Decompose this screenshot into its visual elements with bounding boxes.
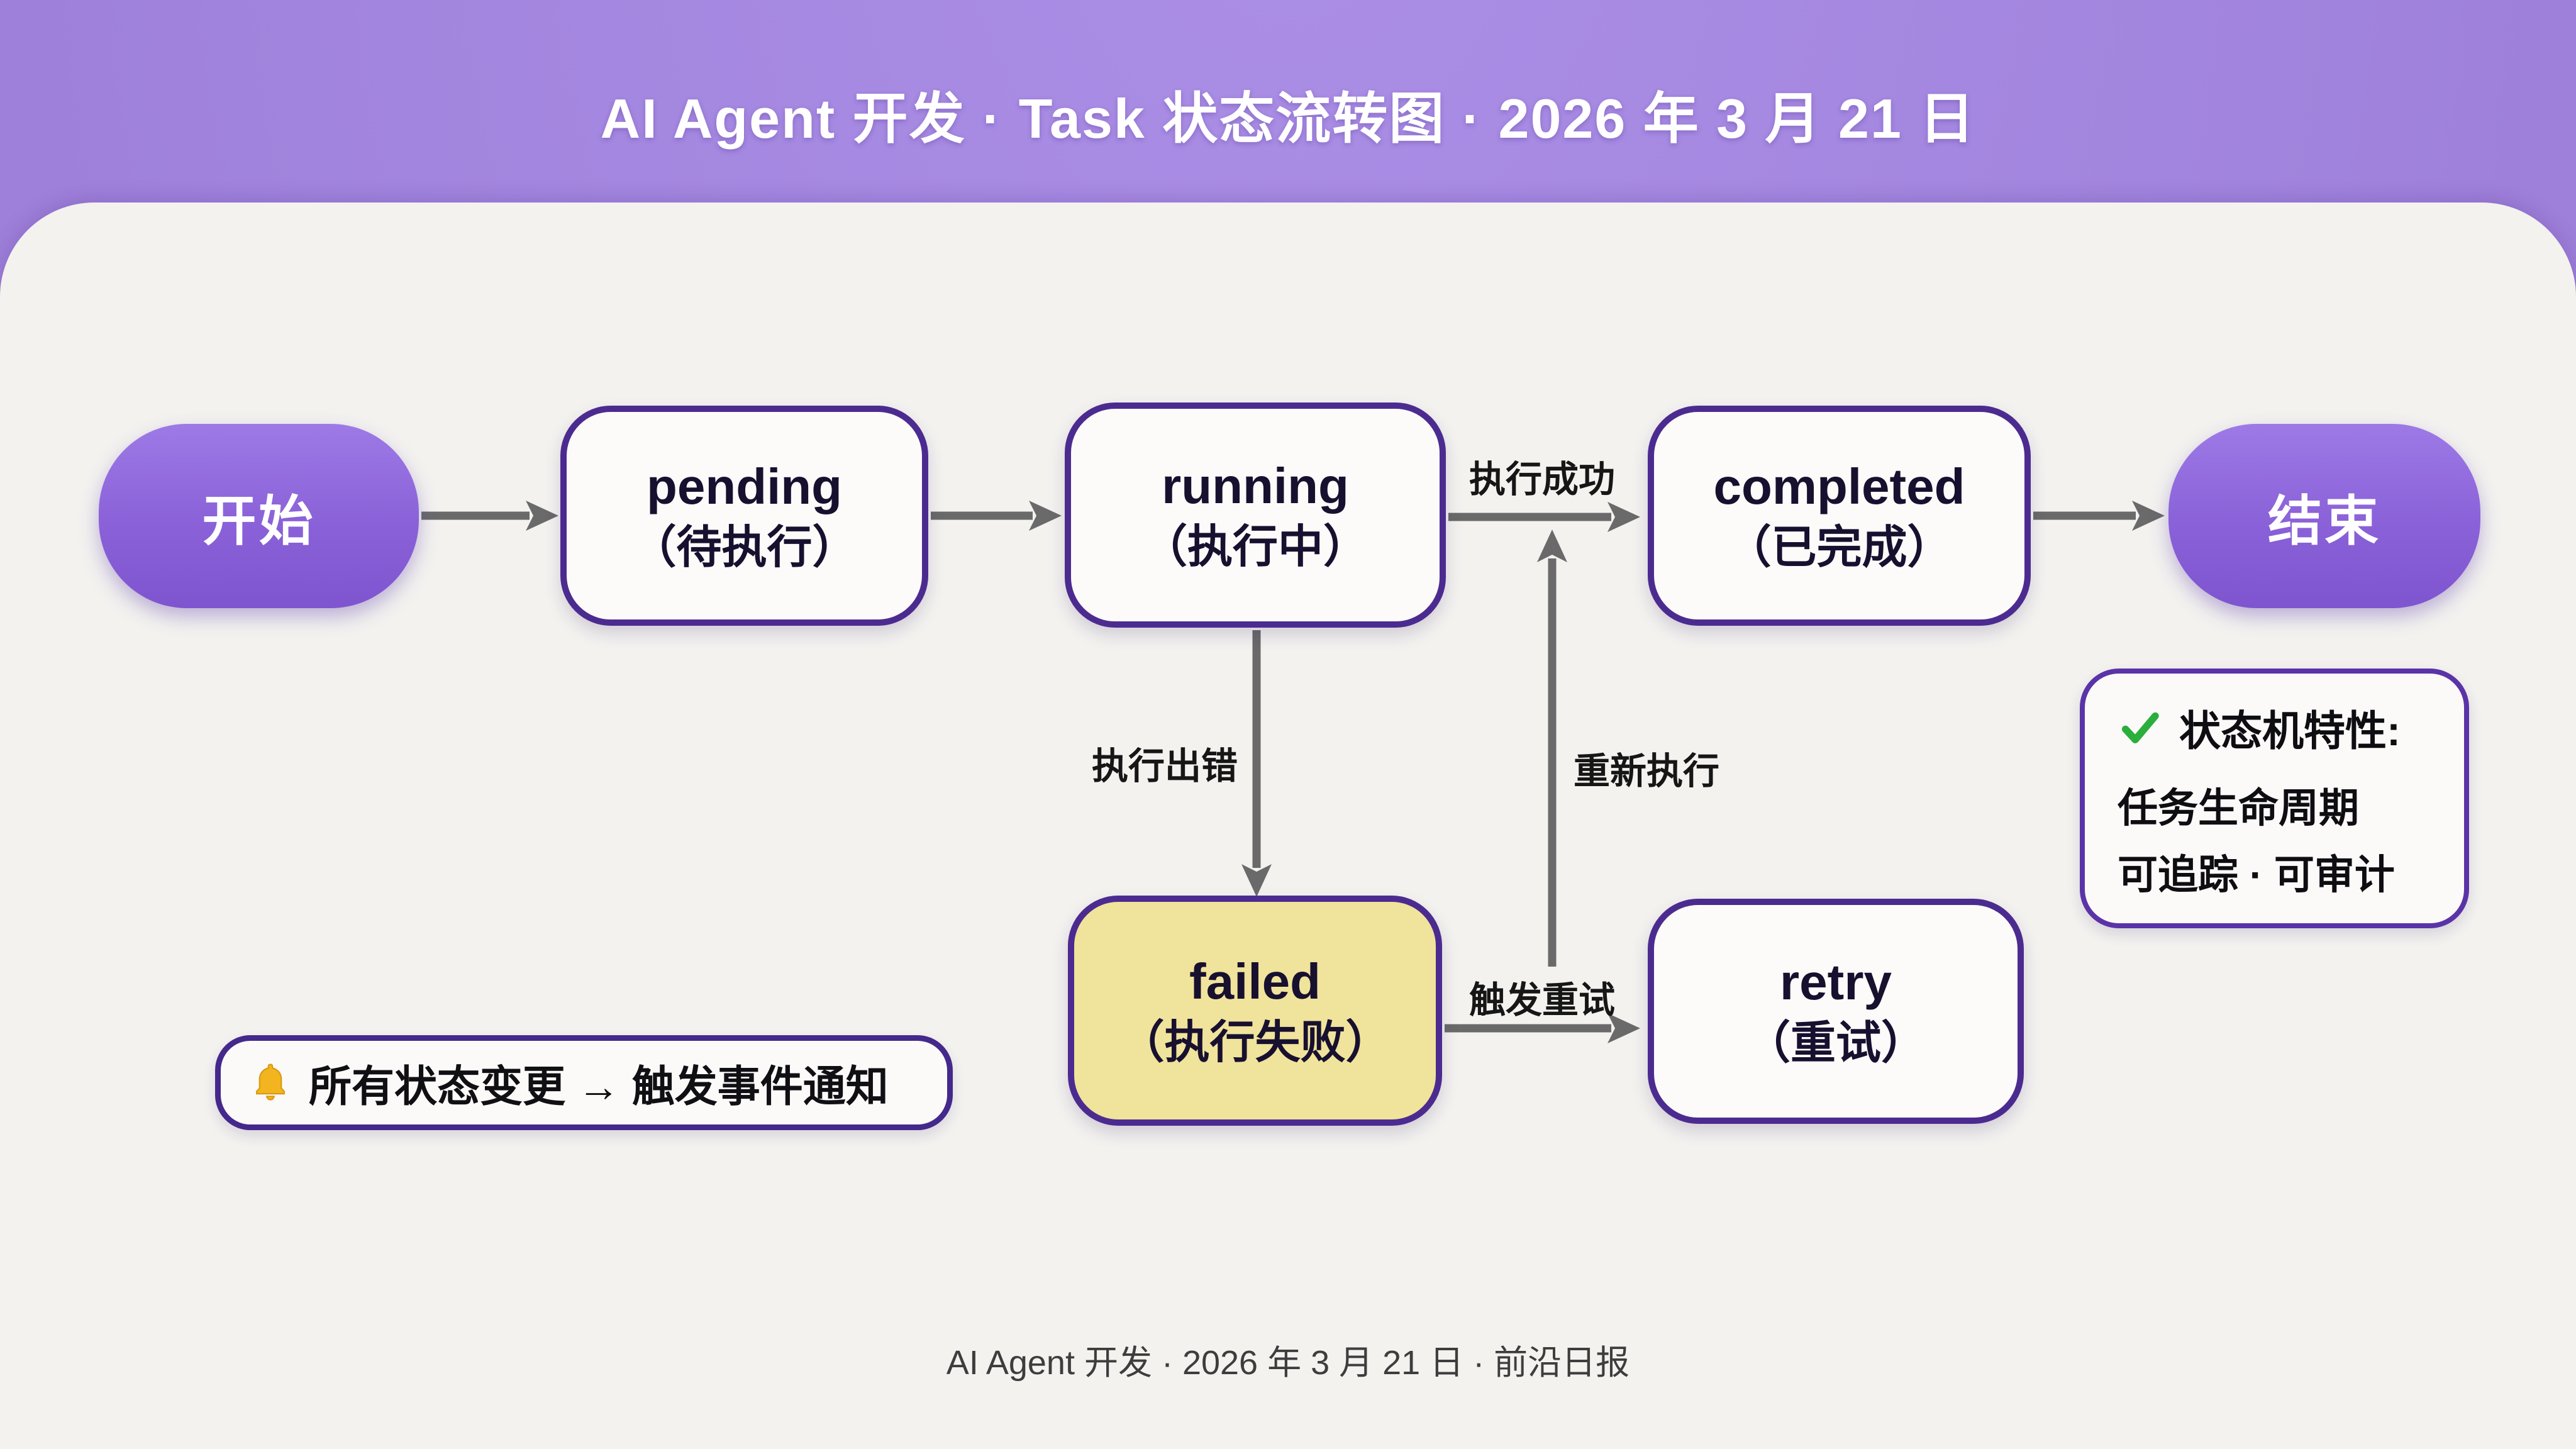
node-pending-title: pending xyxy=(646,458,843,514)
node-running: running （执行中） xyxy=(1065,402,1446,628)
note-box: 状态机特性: 任务生命周期 可追踪 · 可审计 xyxy=(2080,669,2469,928)
edge-label-success: 执行成功 xyxy=(1468,459,1616,500)
node-start-label: 开始 xyxy=(202,491,316,552)
node-failed-title: failed xyxy=(1189,953,1321,1009)
node-end: 结束 xyxy=(2168,424,2480,608)
note-title: 状态机特性: xyxy=(2179,708,2401,754)
note-line-2: 可追踪 · 可审计 xyxy=(2118,852,2395,897)
edge-label-trigger-retry: 触发重试 xyxy=(1468,980,1616,1021)
node-retry: retry （重试） xyxy=(1648,899,2024,1124)
footer-text: AI Agent 开发 · 2026 年 3 月 21 日 · 前沿日报 xyxy=(946,1344,1630,1382)
event-box-text: 所有状态变更 → 触发事件通知 xyxy=(309,1063,889,1111)
node-running-title: running xyxy=(1162,457,1349,514)
check-icon xyxy=(2121,712,2159,743)
node-failed: failed （执行失败） xyxy=(1068,896,1442,1126)
node-completed-subtitle: （已完成） xyxy=(1726,523,1953,574)
node-start: 开始 xyxy=(99,424,419,608)
edge-label-error: 执行出错 xyxy=(1091,746,1238,787)
page-title: AI Agent 开发 · Task 状态流转图 · 2026 年 3 月 21… xyxy=(600,87,1976,150)
node-end-label: 结束 xyxy=(2268,491,2381,552)
node-failed-subtitle: （执行失败） xyxy=(1119,1018,1391,1069)
node-completed-title: completed xyxy=(1713,458,1965,514)
node-running-subtitle: （执行中） xyxy=(1141,522,1368,573)
node-pending-subtitle: （待执行） xyxy=(631,523,858,574)
node-retry-title: retry xyxy=(1780,953,1892,1010)
note-line-1: 任务生命周期 xyxy=(2118,786,2359,831)
bell-icon xyxy=(256,1063,285,1101)
node-completed: completed （已完成） xyxy=(1648,406,2031,626)
node-pending: pending （待执行） xyxy=(560,406,928,626)
edge-label-rerun: 重新执行 xyxy=(1573,751,1720,792)
event-box: 所有状态变更 → 触发事件通知 xyxy=(215,1035,953,1130)
node-retry-subtitle: （重试） xyxy=(1745,1018,1926,1069)
